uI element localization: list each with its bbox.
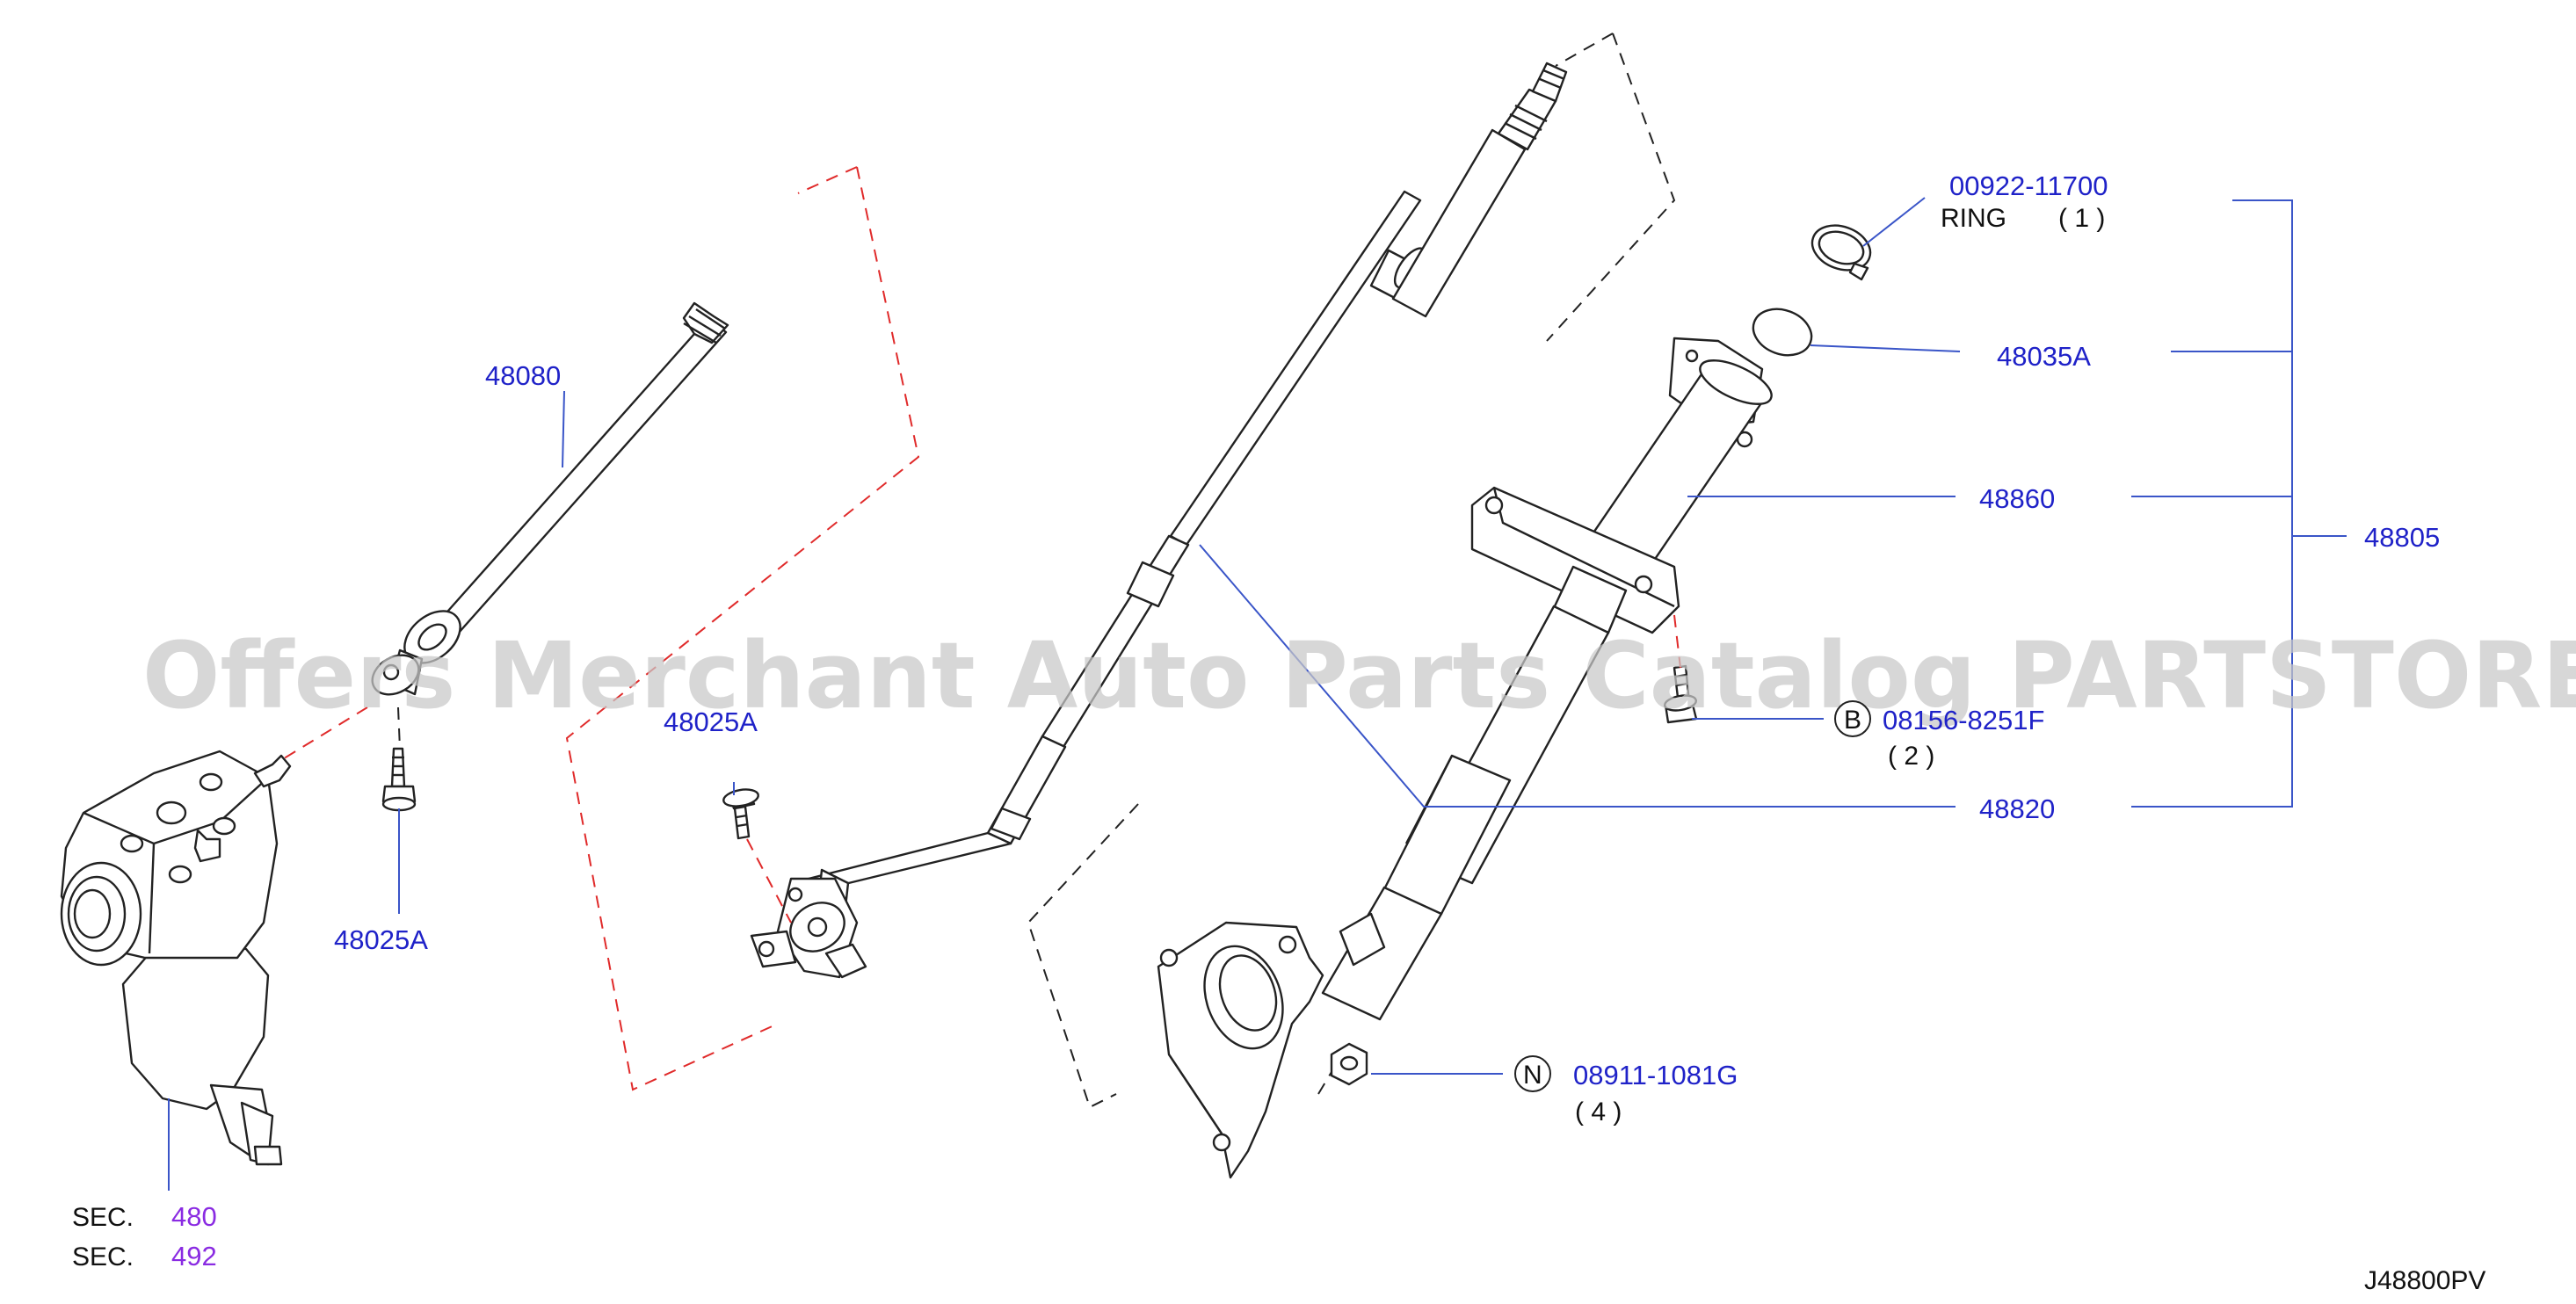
- seal-48035a: [1752, 308, 1813, 357]
- nut-08911-1081g: [1330, 1042, 1368, 1086]
- nut-marker-circle: [1514, 1055, 1551, 1092]
- label-48805[interactable]: 48805: [2364, 522, 2440, 553]
- sec-480-link[interactable]: 480: [171, 1201, 217, 1232]
- bolt-48025a-left: [381, 747, 417, 812]
- ring-name: RING: [1941, 204, 2006, 233]
- label-08156-8251f[interactable]: 08156-8251F: [1883, 705, 2044, 735]
- label-48080[interactable]: 48080: [485, 360, 561, 391]
- bolt-08156-8251f: [1664, 664, 1698, 724]
- bolt-marker: B: [1844, 706, 1861, 735]
- label-48860[interactable]: 48860: [1979, 483, 2055, 514]
- sec-492-link[interactable]: 492: [171, 1241, 217, 1271]
- intermediate-shaft-48080: [371, 301, 729, 696]
- nut-qty: ( 4 ): [1575, 1098, 1622, 1127]
- label-48025a-mid[interactable]: 48025A: [664, 706, 758, 737]
- watermark: Offers Merchant Auto Parts Catalog PARTS…: [142, 622, 2576, 729]
- sec-word-1: SEC.: [72, 1203, 134, 1232]
- bolt-48025a-mid: [722, 788, 759, 840]
- label-00922-11700[interactable]: 00922-11700: [1949, 170, 2108, 201]
- column-jacket: [1157, 337, 1773, 1179]
- bolt-qty: ( 2 ): [1888, 742, 1934, 771]
- dashed-guides: [280, 33, 1681, 1109]
- sec-word-2: SEC.: [72, 1242, 134, 1271]
- ring-00922-11700: [1810, 224, 1872, 281]
- nut-marker: N: [1523, 1061, 1542, 1090]
- steering-gear-box: [60, 750, 292, 1166]
- label-48035a[interactable]: 48035A: [1997, 341, 2091, 372]
- leader-lines: [168, 197, 2347, 1191]
- ring-qty: ( 1 ): [2058, 204, 2105, 233]
- label-08911-1081g[interactable]: 08911-1081G: [1573, 1060, 1738, 1090]
- bolt-marker-circle: [1834, 700, 1871, 737]
- label-48025a-left[interactable]: 48025A: [334, 924, 428, 955]
- label-48820[interactable]: 48820: [1979, 793, 2055, 824]
- upper-steering-shaft: [750, 62, 1568, 979]
- drawing-code: J48800PV: [2364, 1266, 2485, 1295]
